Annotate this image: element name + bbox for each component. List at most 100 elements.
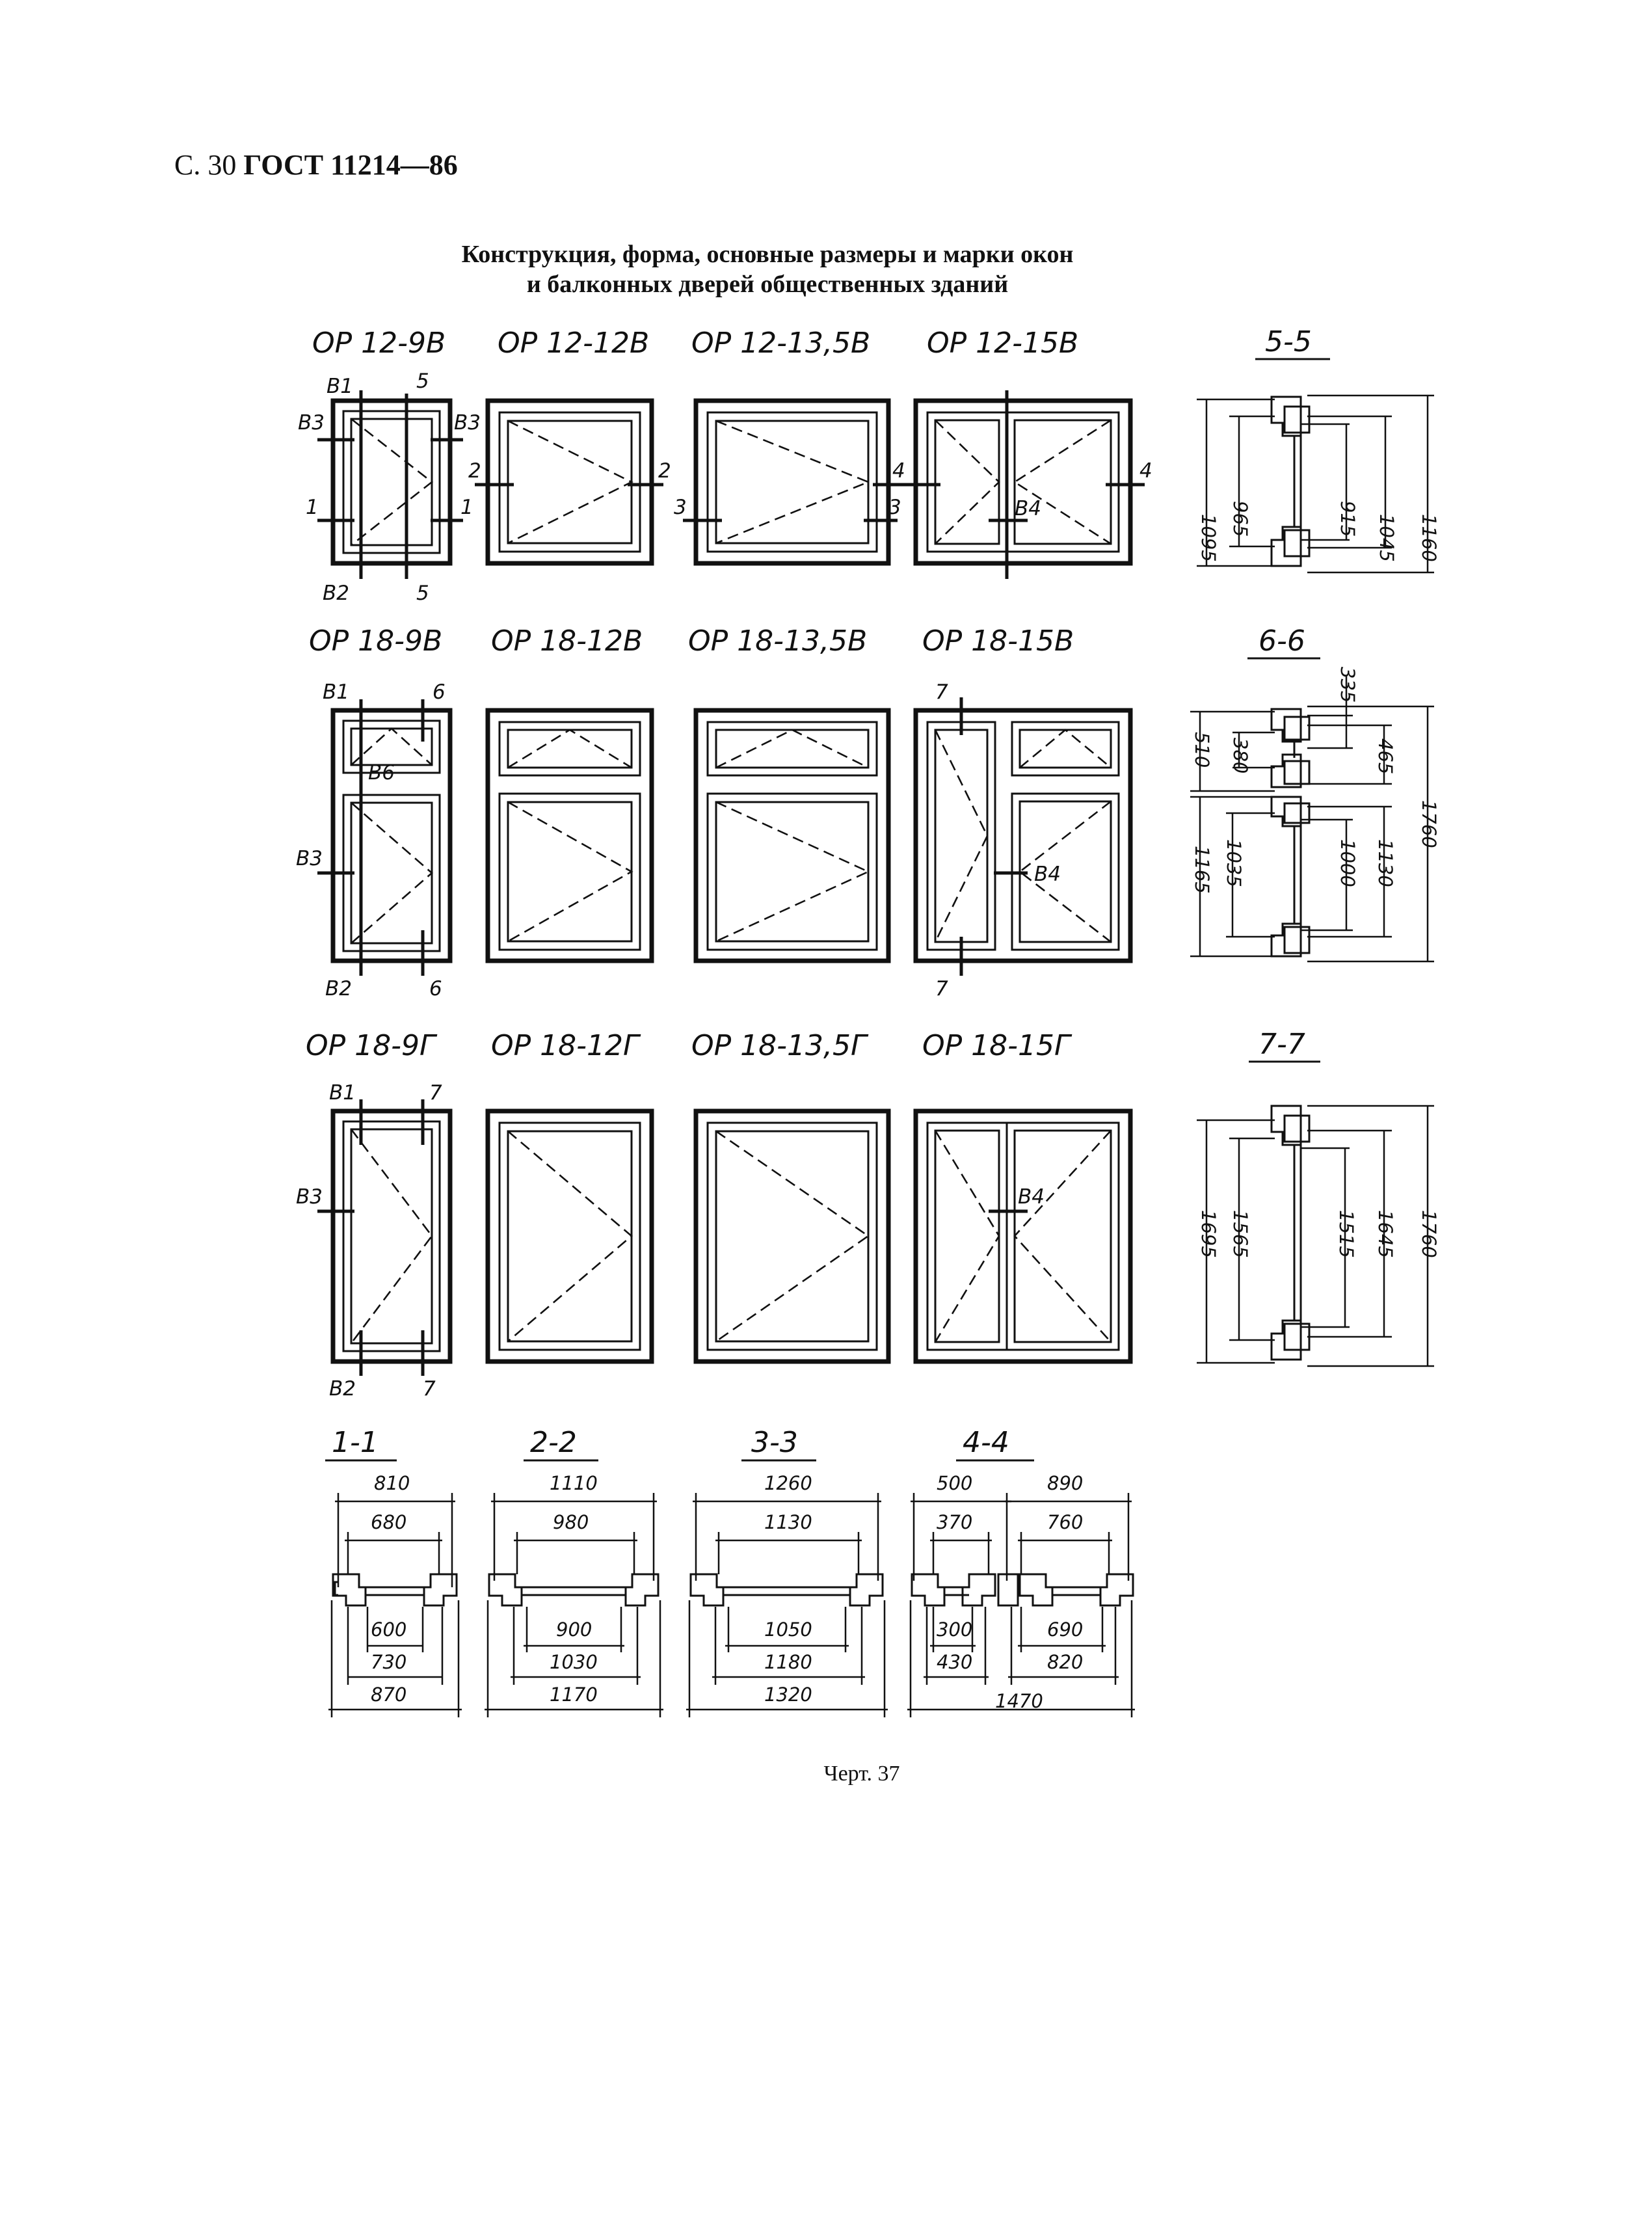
dim-810: 810 [374, 1472, 410, 1494]
marker-b4-row3: В4 [1018, 1185, 1045, 1209]
section-1-1: 1-1 810 680 600 730 870 [325, 1426, 462, 1717]
window-op-12-12v: 2 2 [468, 398, 671, 566]
marker-7-top-row3: 7 [429, 1081, 442, 1105]
drawing-title-line-2: и балконных дверей общественных зданий [526, 271, 1009, 298]
window-op-12-15v: 4 В4 [903, 390, 1152, 579]
dim-730: 730 [371, 1651, 406, 1673]
window-row-3: ОР 18-9Г ОР 18-12Г ОР 18-13,5Г ОР 18-15Г… [296, 1029, 1133, 1401]
dim-1645: 1645 [1374, 1210, 1396, 1258]
label-op-18-12v: ОР 18-12В [491, 624, 643, 658]
dim-1260: 1260 [764, 1472, 812, 1494]
dim-1760-6-6: 1760 [1418, 800, 1440, 848]
dim-1000: 1000 [1337, 839, 1359, 887]
dim-510: 510 [1191, 732, 1213, 768]
dim-380: 380 [1229, 738, 1251, 773]
marker-b3-right: В3 [454, 411, 481, 435]
dim-465: 465 [1374, 738, 1396, 774]
label-op-12-13-5v: ОР 12-13,5В [691, 327, 870, 360]
label-op-18-12g: ОР 18-12Г [491, 1029, 641, 1062]
marker-b4-row2: В4 [1034, 863, 1061, 886]
marker-7-bottom-row3: 7 [423, 1377, 436, 1401]
dim-1045: 1045 [1376, 514, 1398, 562]
marker-5-top: 5 [416, 369, 429, 393]
label-op-18-13-5g: ОР 18-13,5Г [691, 1029, 869, 1062]
window-op-18-13-5g [693, 1108, 891, 1364]
section-2-2: 2-2 1110 980 900 1030 1170 [485, 1426, 663, 1717]
window-op-12-9v: В1 5 В3 В3 1 1 В2 5 [298, 369, 481, 605]
marker-b1-row3: В1 [329, 1081, 356, 1105]
section-6-6: 6-6 [1190, 624, 1440, 963]
marker-7-bottom: 7 [935, 977, 948, 1000]
window-op-18-9g: В1 7 В3 В2 7 [296, 1081, 453, 1401]
window-row-2: ОР 18-9В ОР 18-12В ОР 18-13,5В ОР 18-15В… [296, 624, 1133, 1000]
marker-b1-row2: В1 [323, 680, 349, 704]
marker-b4: В4 [1015, 497, 1041, 520]
dim-900: 900 [556, 1618, 592, 1641]
marker-b2: В2 [323, 582, 349, 605]
window-op-18-13-5v [693, 708, 891, 963]
section-5-5: 5-5 1095 [1197, 325, 1440, 574]
dim-1160: 1160 [1418, 514, 1440, 562]
marker-b6: В6 [368, 761, 395, 785]
marker-1-right: 1 [460, 496, 473, 519]
dim-965: 965 [1229, 501, 1251, 537]
section-1-1-title: 1-1 [332, 1426, 379, 1459]
label-op-18-15v: ОР 18-15В [922, 624, 1074, 658]
dim-1050: 1050 [764, 1618, 812, 1641]
dim-370: 370 [937, 1511, 972, 1533]
label-op-12-15v: ОР 12-15В [927, 327, 1078, 360]
marker-6-bottom: 6 [429, 977, 442, 1000]
marker-3-left: 3 [674, 496, 687, 519]
dim-1180: 1180 [764, 1651, 812, 1673]
window-op-18-12v [485, 708, 654, 963]
dim-500: 500 [937, 1472, 972, 1494]
marker-b1: В1 [326, 375, 353, 398]
dim-1110: 1110 [550, 1472, 598, 1494]
section-3-3: 3-3 1260 1130 1050 1180 1320 [686, 1426, 888, 1717]
window-op-18-15v: 7 7 В4 [913, 680, 1133, 1000]
section-6-6-title: 6-6 [1259, 624, 1305, 658]
marker-4-left: 4 [892, 459, 905, 483]
drawing-title-line-1: Конструкция, форма, основные размеры и м… [461, 241, 1074, 268]
label-op-12-12v: ОР 12-12В [498, 327, 649, 360]
dim-870: 870 [371, 1684, 406, 1706]
dim-1170: 1170 [550, 1684, 598, 1706]
section-7-7-title: 7-7 [1259, 1028, 1305, 1061]
dim-335: 335 [1337, 667, 1359, 703]
marker-b3-row2: В3 [296, 847, 323, 870]
dim-1515: 1515 [1335, 1210, 1357, 1258]
page-number: С. 30 [174, 149, 237, 181]
dim-1470: 1470 [995, 1690, 1043, 1712]
dim-1035: 1035 [1223, 839, 1245, 887]
dim-1760-7-7: 1760 [1418, 1210, 1440, 1258]
dim-430: 430 [937, 1651, 972, 1673]
window-op-12-13-5v: 3 3 4 [674, 398, 905, 566]
marker-b2-row3: В2 [329, 1377, 356, 1401]
figure-caption: Черт. 37 [823, 1762, 900, 1786]
dim-300: 300 [937, 1618, 972, 1641]
dim-1130-3-3: 1130 [764, 1511, 812, 1533]
dim-915: 915 [1337, 501, 1359, 537]
window-row-1: ОР 12-9В ОР 12-12В ОР 12-13,5В ОР 12-15В… [298, 327, 1152, 605]
marker-2-left: 2 [468, 459, 481, 483]
marker-7-top: 7 [935, 680, 948, 704]
marker-1-left: 1 [306, 496, 319, 519]
dim-760: 760 [1047, 1511, 1083, 1533]
marker-b3-left: В3 [298, 411, 325, 435]
marker-6-top: 6 [433, 680, 446, 704]
page-header: С. 30 ГОСТ 11214—86 [174, 148, 458, 181]
section-2-2-title: 2-2 [530, 1426, 577, 1459]
dim-1695: 1695 [1197, 1210, 1219, 1258]
dim-1565: 1565 [1229, 1210, 1251, 1258]
window-op-18-9v: В1 6 В6 В3 В2 6 [296, 680, 453, 1000]
dim-1130: 1130 [1374, 839, 1396, 887]
marker-b3-row3: В3 [296, 1185, 323, 1209]
section-4-4-title: 4-4 [963, 1426, 1009, 1459]
dim-980: 980 [553, 1511, 589, 1533]
dim-600: 600 [371, 1618, 406, 1641]
marker-b2-row2: В2 [325, 977, 352, 1000]
label-op-18-13-5v: ОР 18-13,5В [688, 624, 867, 658]
section-5-5-title: 5-5 [1265, 325, 1312, 358]
